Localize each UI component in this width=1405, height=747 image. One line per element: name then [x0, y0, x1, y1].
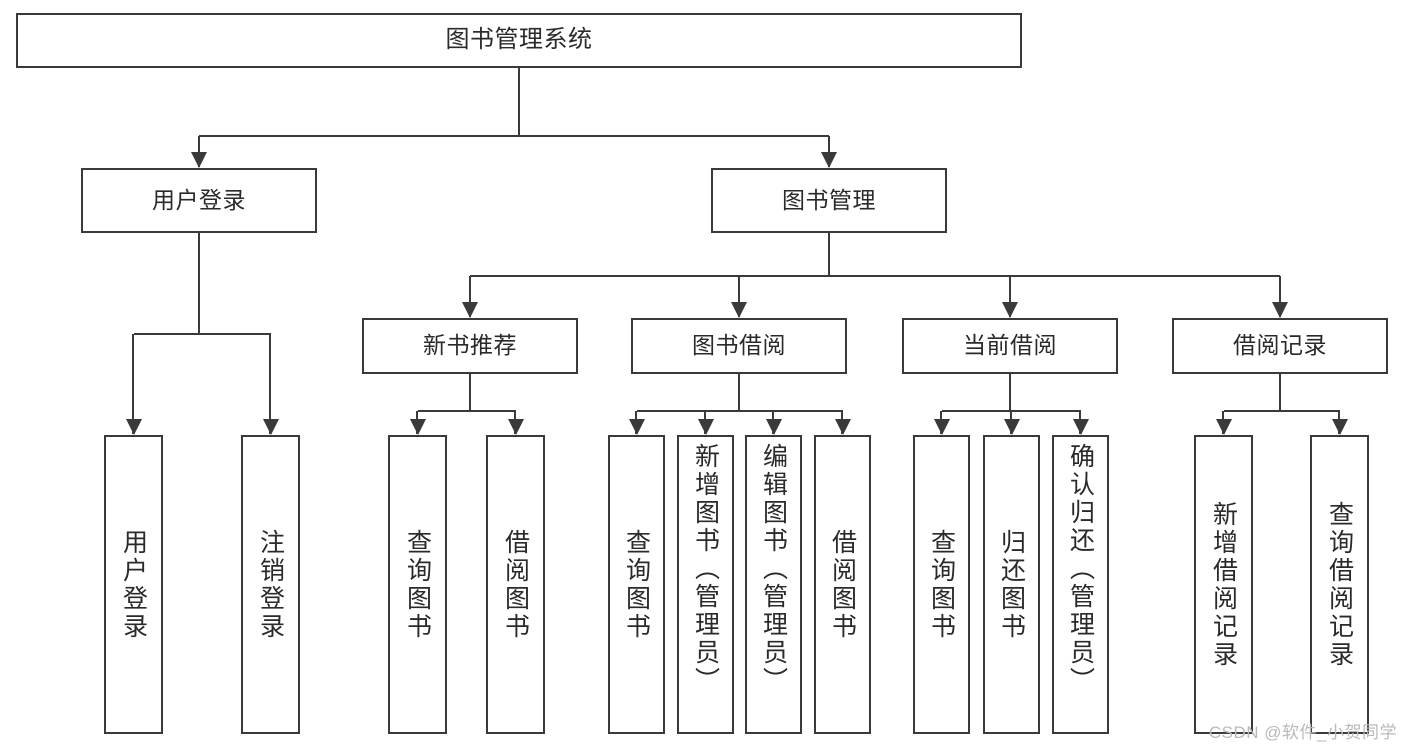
leaf-node[interactable]: 注销登录: [241, 435, 300, 734]
csdn-watermark: CSDN @软件_小贺同学: [1208, 723, 1397, 742]
node-borrow-record[interactable]: 借阅记录: [1172, 318, 1388, 374]
node-book-management-label: 图书管理: [782, 186, 876, 213]
arrowhead-icon: [1215, 419, 1232, 435]
arrowhead-icon: [731, 302, 747, 318]
leaf-node-label: 用户登录: [119, 528, 148, 641]
leaf-node[interactable]: 新增图书（管理员）: [677, 435, 734, 734]
arrowhead-icon: [765, 419, 782, 435]
connector-line-horizontal: [941, 409, 1081, 412]
connector-line-vertical: [827, 136, 830, 167]
arrowhead-icon: [1002, 302, 1018, 318]
leaf-node-label: 借阅图书: [828, 528, 857, 641]
arrowhead-icon: [834, 419, 851, 435]
connector-line-horizontal: [199, 134, 829, 137]
arrowhead-icon: [1003, 419, 1020, 435]
node-new-book-recommend[interactable]: 新书推荐: [362, 318, 578, 374]
connector-line-vertical: [197, 233, 200, 334]
connector-line-vertical: [1008, 276, 1011, 317]
arrowhead-icon: [933, 419, 950, 435]
node-root-label: 图书管理系统: [445, 26, 593, 54]
leaf-node[interactable]: 借阅图书: [486, 435, 545, 734]
arrowhead-icon: [462, 302, 478, 318]
node-book-borrow-label: 图书借阅: [692, 332, 786, 359]
connector-line-vertical: [827, 233, 830, 276]
leaf-node-label: 查询图书: [403, 528, 432, 641]
leaf-node[interactable]: 归还图书: [983, 435, 1040, 734]
connector-line-vertical: [517, 68, 520, 136]
leaf-node[interactable]: 新增借阅记录: [1194, 435, 1253, 734]
connector-line-vertical: [1278, 276, 1281, 317]
connector-line-vertical: [132, 334, 135, 434]
arrowhead-icon: [628, 419, 645, 435]
leaf-node-label: 归还图书: [997, 528, 1026, 641]
node-book-borrow[interactable]: 图书借阅: [631, 318, 847, 374]
leaf-node-label: 编辑图书（管理员）: [759, 443, 788, 695]
leaf-node[interactable]: 用户登录: [104, 435, 163, 734]
leaf-node[interactable]: 编辑图书（管理员）: [745, 435, 802, 734]
arrowhead-icon: [125, 419, 142, 435]
leaf-node-label: 确认归还（管理员）: [1066, 443, 1095, 695]
connector-line-vertical: [468, 276, 471, 317]
node-user-login[interactable]: 用户登录: [81, 168, 317, 233]
leaf-node[interactable]: 确认归还（管理员）: [1052, 435, 1109, 734]
node-root[interactable]: 图书管理系统: [16, 13, 1022, 68]
leaf-node-label: 借阅图书: [501, 528, 530, 641]
leaf-node[interactable]: 查询图书: [913, 435, 970, 734]
node-borrow-record-label: 借阅记录: [1233, 332, 1327, 359]
leaf-node-label: 查询借阅记录: [1325, 500, 1354, 669]
connector-line-vertical: [269, 334, 272, 434]
leaf-node-label: 注销登录: [256, 528, 285, 641]
leaf-node[interactable]: 借阅图书: [814, 435, 871, 734]
connector-line-horizontal: [1223, 409, 1340, 412]
arrowhead-icon: [191, 152, 207, 168]
connector-line-horizontal: [636, 409, 843, 412]
connector-line-vertical: [197, 136, 200, 167]
connector-line-vertical: [468, 374, 471, 411]
node-user-login-label: 用户登录: [152, 186, 246, 213]
arrowhead-icon: [1331, 419, 1348, 435]
connector-line-horizontal: [133, 332, 271, 335]
arrowhead-icon: [262, 419, 279, 435]
arrowhead-icon: [1072, 419, 1089, 435]
arrowhead-icon: [507, 419, 524, 435]
arrowhead-icon: [821, 152, 837, 168]
connector-line-horizontal: [470, 274, 1280, 277]
node-new-book-recommend-label: 新书推荐: [423, 332, 517, 359]
leaf-node-label: 新增图书（管理员）: [691, 443, 720, 695]
leaf-node[interactable]: 查询图书: [388, 435, 447, 734]
arrowhead-icon: [1272, 302, 1288, 318]
node-current-borrow[interactable]: 当前借阅: [902, 318, 1118, 374]
arrowhead-icon: [697, 419, 714, 435]
arrowhead-icon: [409, 419, 426, 435]
node-book-management[interactable]: 图书管理: [711, 168, 947, 233]
connector-line-vertical: [1278, 374, 1281, 411]
leaf-node-label: 新增借阅记录: [1209, 500, 1238, 669]
connector-line-vertical: [737, 374, 740, 411]
connector-line-vertical: [737, 276, 740, 317]
connector-line-vertical: [1008, 374, 1011, 411]
leaf-node[interactable]: 查询借阅记录: [1310, 435, 1369, 734]
connector-line-horizontal: [417, 409, 516, 412]
leaf-node-label: 查询图书: [622, 528, 651, 641]
leaf-node[interactable]: 查询图书: [608, 435, 665, 734]
leaf-node-label: 查询图书: [927, 528, 956, 641]
node-current-borrow-label: 当前借阅: [963, 332, 1057, 359]
